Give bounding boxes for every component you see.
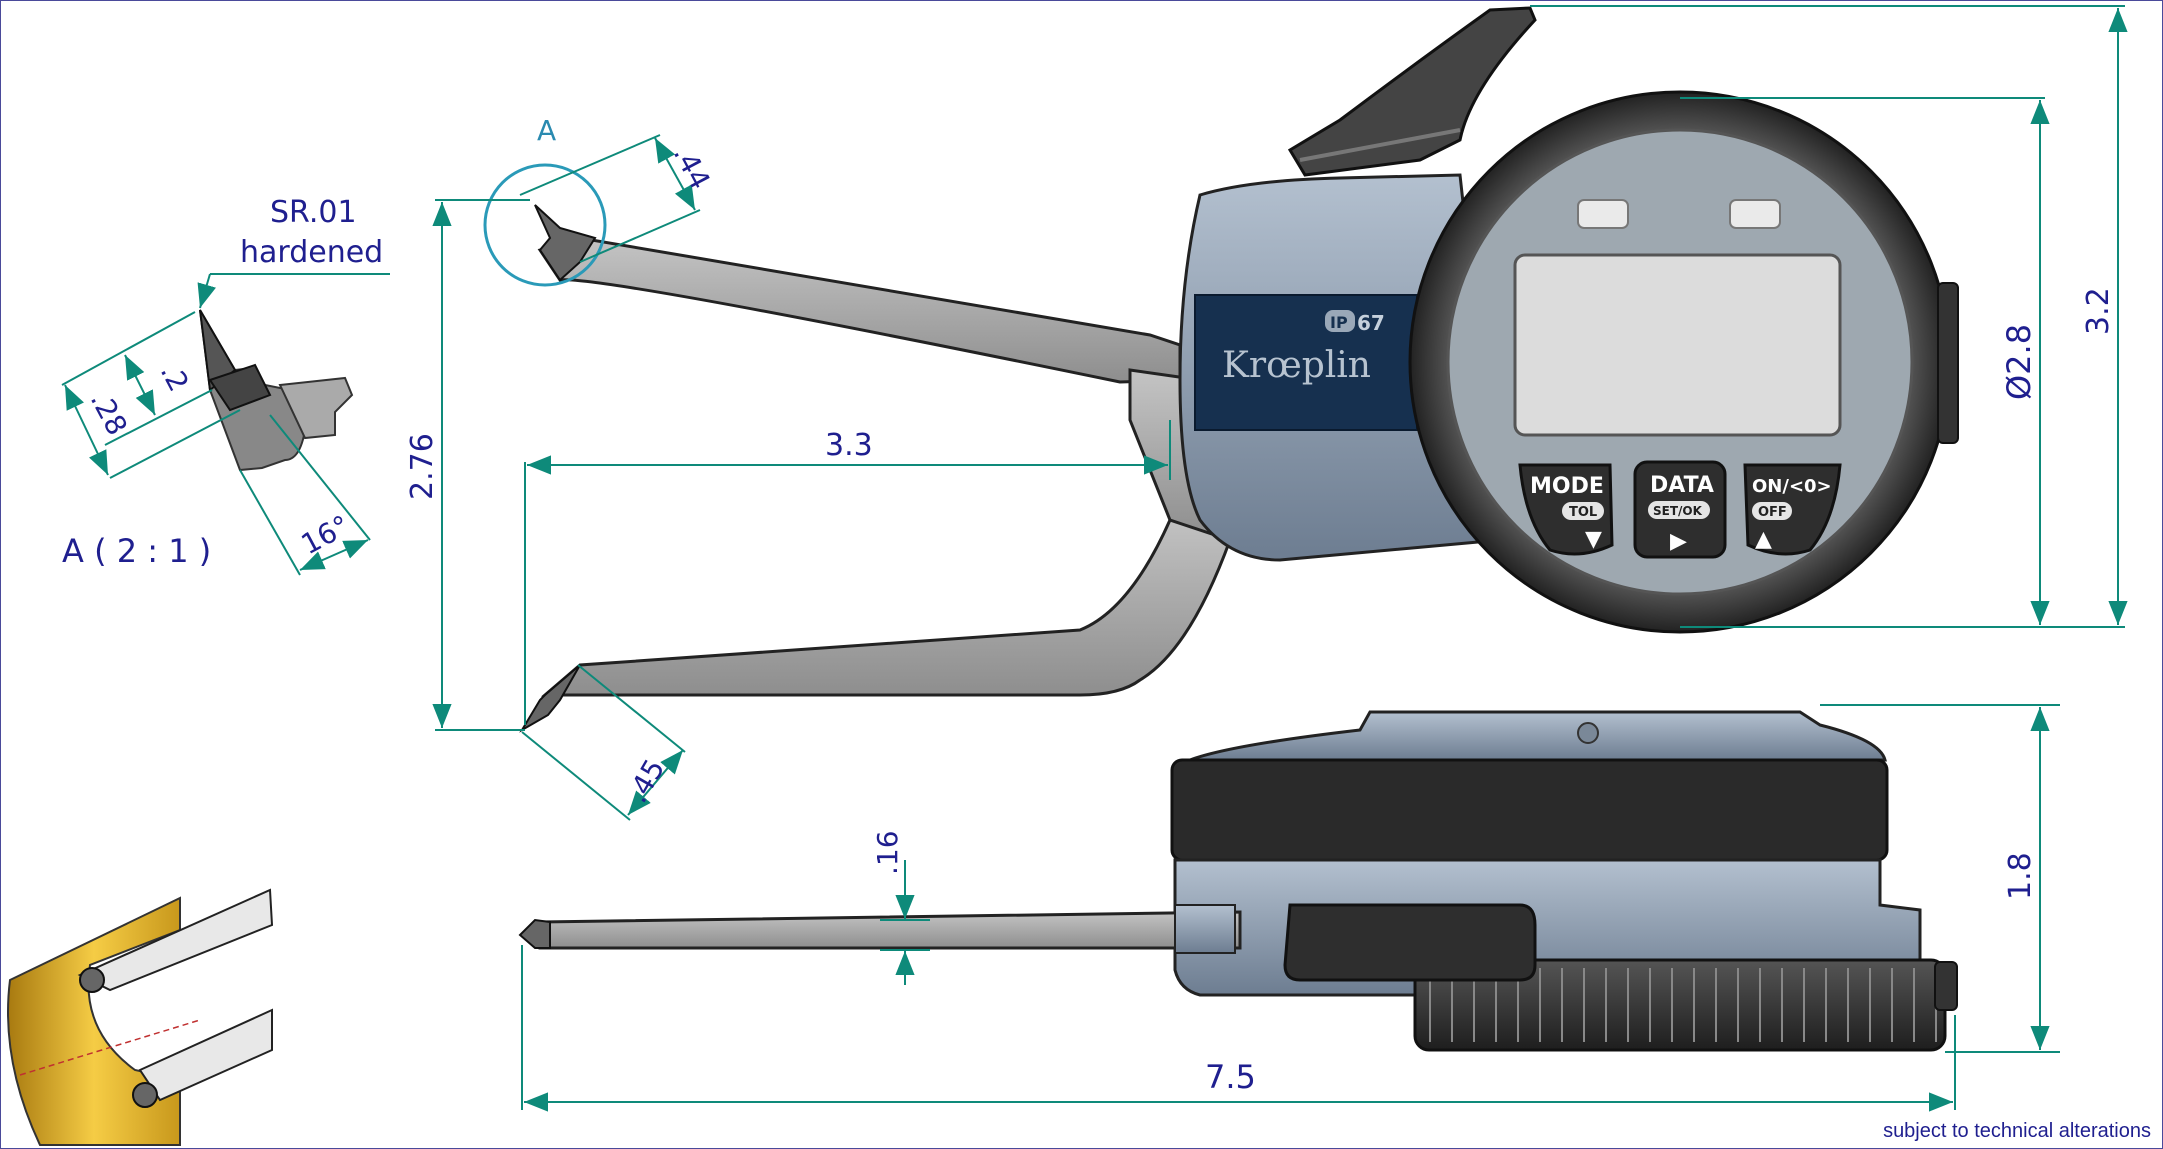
dim-reach: 3.3 [825,428,873,463]
button-mode[interactable]: MODE TOL ▼ [1518,463,1614,556]
side-screw [1577,722,1599,744]
ip-rating-value: 67 [1357,311,1385,335]
tip-radius-label: SR.01 [270,195,357,230]
side-top-cap [1189,710,1887,762]
button-mode-sub: TOL [1569,505,1597,520]
front-view: IP 67 Krœplin MODE TOL ▼ DATA SET/OK ▶ O… [519,6,1959,733]
lever-rib [1299,128,1461,162]
button-data[interactable]: DATA SET/OK ▶ [1633,460,1727,559]
detail-tip-collar [208,363,272,412]
dim-detail-width: .44 [667,140,717,195]
ip-badge [1325,310,1355,332]
button-on-off-arrow: ▲ [1755,527,1772,552]
button-on-off[interactable]: ON/<0> OFF ▲ [1743,463,1842,556]
footer-note: subject to technical alterations [1883,1120,2151,1142]
button-on-off-sub: OFF [1758,505,1787,520]
tip-material-label: hardened [240,235,383,270]
knurl-lines [1429,968,1937,1042]
button-data-sub: SET/OK [1653,504,1703,518]
lever [1287,6,1537,177]
indicator-right [1729,199,1781,229]
dim-lower-tip: .45 [620,753,671,808]
detail-tip-flange [278,376,354,440]
button-on-off-sub-badge [1752,502,1792,520]
ext-line-2-b [104,389,213,446]
dim-tip-length: .28 [84,386,134,441]
lower-arm [540,508,1232,697]
ext-line-2-a [61,311,196,386]
dim-tip-angle: 16° [296,509,355,561]
side-lever [1283,903,1537,982]
button-on-off-label: ON/<0> [1752,476,1832,497]
side-arm-clamp [1174,904,1236,954]
inset-brass-sleeve [7,896,181,1146]
dim-line-angle [299,539,369,571]
side-tip [518,918,551,949]
dim-line-44 [654,137,696,211]
ext-line-44-a [519,134,661,196]
detail-view [199,309,354,472]
button-data-sub-badge [1648,501,1710,519]
dim-side-height: 1.8 [2003,852,2038,900]
button-mode-label: MODE [1530,474,1604,499]
button-mode-arrow: ▼ [1585,527,1602,552]
dim-line-45 [627,749,684,816]
lower-tip [519,664,581,733]
ext-line-44-b [579,209,701,263]
dim-dial-diameter: Ø2.8 [2000,324,2038,400]
inset-upper-tip [79,967,105,993]
inset-centerline [19,1019,201,1076]
detail-a-label: A [537,114,556,147]
inset-lower-tip [132,1082,158,1108]
ip-rating-prefix: IP [1330,313,1348,332]
indicator-left [1577,199,1629,229]
side-dark-band [1170,758,1889,862]
button-data-arrow: ▶ [1670,529,1687,554]
leader-sr01-b [197,273,216,309]
dim-tip-height: .2 [154,358,196,397]
inset-lower-arm [138,1008,273,1102]
ext-line-45-b [577,664,686,753]
brand-logo: Krœplin [1222,345,1371,386]
dim-total-height: 3.2 [2081,287,2116,335]
ext-line-angle-b [269,414,371,541]
button-mode-sub-badge [1562,502,1604,520]
upper-arm [537,236,1182,384]
dim-total-length: 7.5 [1205,1058,1256,1096]
ext-line-angle-a [239,469,301,576]
ext-line-45-a [521,731,631,821]
dim-arm-thickness: .16 [871,830,904,875]
dim-line-28-detail [64,384,109,476]
side-arm [538,910,1242,950]
side-view [518,710,1958,1052]
right-button-knob [1937,282,1959,444]
brand-panel [1194,294,1418,431]
detail-a-circle [483,163,607,287]
side-side-knob [1934,961,1958,1011]
lcd-display [1513,253,1842,437]
ext-line-28-detail [109,409,241,479]
detail-scale-label: A ( 2 : 1 ) [62,532,211,570]
dim-arm-depth: 2.76 [405,433,440,500]
button-data-label: DATA [1650,473,1714,498]
inset-3d-view [7,888,274,1146]
dimensions [61,5,2128,1112]
dim-line-2 [124,354,156,416]
